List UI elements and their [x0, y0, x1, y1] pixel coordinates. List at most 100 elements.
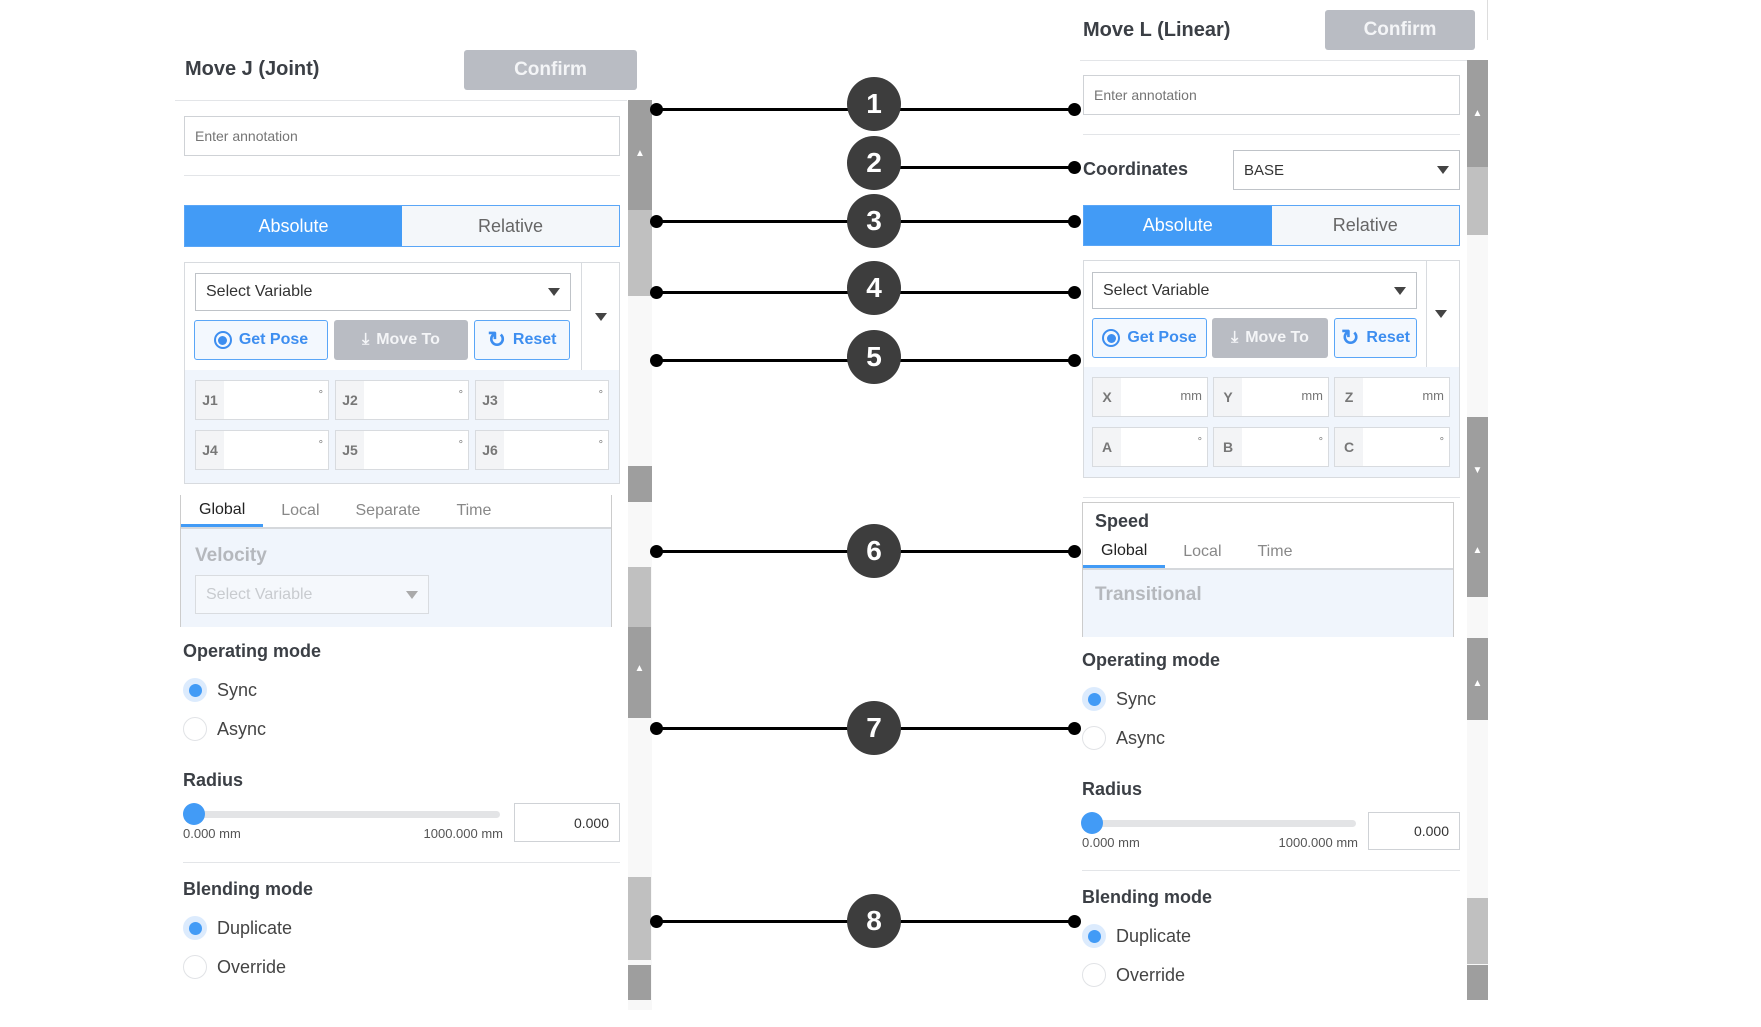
position-mode-toggle: Absolute Relative [184, 205, 620, 247]
tab-separate[interactable]: Separate [355, 502, 421, 519]
connector-dot [650, 915, 663, 928]
connector-line [874, 166, 1074, 169]
scrollbar-thumb[interactable] [628, 965, 651, 1000]
connector-line [656, 727, 874, 730]
field-label: X [1093, 378, 1121, 416]
radio-unchecked-icon [1082, 726, 1106, 750]
field-j2[interactable]: J2° [335, 380, 469, 420]
select-variable-dropdown[interactable]: Select Variable [195, 273, 571, 311]
connector-dot [1068, 722, 1081, 735]
get-pose-button[interactable]: Get Pose [1092, 318, 1207, 358]
velocity-label: Velocity [195, 545, 267, 566]
scrollbar-thumb[interactable] [628, 877, 651, 960]
scrollbar-thumb[interactable] [628, 567, 651, 627]
get-pose-button[interactable]: Get Pose [194, 320, 328, 360]
divider [183, 862, 620, 863]
radio-override[interactable]: Override [1082, 963, 1185, 987]
panel-title: Move J (Joint) [185, 58, 320, 80]
tab-absolute[interactable]: Absolute [185, 206, 402, 246]
confirm-button[interactable]: Confirm [464, 50, 637, 90]
field-label: J2 [336, 381, 364, 419]
field-label: J4 [196, 431, 224, 469]
scrollbar-thumb[interactable] [1467, 167, 1488, 235]
field-unit: ° [598, 439, 603, 451]
field-label: A [1093, 428, 1121, 466]
scroll-up-icon: ▲ [1472, 678, 1483, 689]
tab-global[interactable]: Global [1083, 536, 1166, 568]
move-to-button[interactable]: ⤓Move To [334, 320, 468, 360]
connector-dot [1068, 545, 1081, 558]
tab-time[interactable]: Time [456, 502, 492, 519]
scrollbar-thumb[interactable] [628, 210, 652, 296]
tab-relative[interactable]: Relative [402, 206, 619, 246]
tab-local[interactable]: Local [281, 502, 320, 519]
tab-local[interactable]: Local [1183, 543, 1222, 560]
scrollbar-thumb[interactable]: ▲ [1467, 60, 1488, 167]
radio-sync[interactable]: Sync [183, 678, 257, 702]
field-c[interactable]: C° [1334, 427, 1450, 467]
scrollbar-thumb[interactable] [1467, 898, 1488, 964]
move-to-button[interactable]: ⤓Move To [1212, 318, 1328, 358]
chevron-down-icon [1394, 286, 1406, 295]
radio-duplicate[interactable]: Duplicate [1082, 924, 1191, 948]
tab-relative[interactable]: Relative [1271, 206, 1459, 245]
field-a[interactable]: A° [1092, 427, 1208, 467]
connector-line [874, 291, 1074, 294]
radio-sync[interactable]: Sync [1082, 687, 1156, 711]
radius-slider[interactable] [1082, 820, 1356, 827]
field-j4[interactable]: J4° [195, 430, 329, 470]
field-unit: ° [318, 389, 323, 401]
expand-chevron-icon[interactable] [595, 313, 607, 321]
radio-async[interactable]: Async [1082, 726, 1165, 750]
radio-override[interactable]: Override [183, 955, 286, 979]
callout-badge: 4 [847, 261, 901, 315]
radius-max-label: 1000.000 mm [423, 826, 504, 841]
select-variable-dropdown[interactable]: Select Variable [1092, 272, 1417, 309]
reset-button[interactable]: ↻Reset [1334, 318, 1417, 358]
expand-chevron-icon[interactable] [1435, 310, 1447, 318]
scroll-up-icon: ▲ [1472, 108, 1483, 119]
connector-dot [650, 103, 663, 116]
field-j3[interactable]: J3° [475, 380, 609, 420]
scrollbar-thumb[interactable]: ▲ [628, 100, 652, 210]
radio-duplicate[interactable]: Duplicate [183, 916, 292, 940]
confirm-button[interactable]: Confirm [1325, 10, 1475, 50]
reset-button[interactable]: ↻Reset [474, 320, 570, 360]
coordinates-dropdown[interactable]: BASE [1233, 150, 1460, 190]
field-unit: ° [1318, 436, 1323, 448]
field-j6[interactable]: J6° [475, 430, 609, 470]
scrollbar-thumb[interactable] [1467, 965, 1488, 1000]
speed-panel: Speed Global Local Time Transitional [1082, 502, 1454, 637]
scrollbar-thumb[interactable] [628, 466, 652, 502]
field-j5[interactable]: J5° [335, 430, 469, 470]
radius-min-label: 0.000 mm [183, 826, 241, 841]
radius-input[interactable]: 0.000 [514, 803, 620, 842]
tab-time[interactable]: Time [1257, 543, 1293, 560]
operating-mode-title: Operating mode [183, 641, 322, 661]
field-j1[interactable]: J1° [195, 380, 329, 420]
scrollbar-thumb[interactable]: ▲ [1467, 638, 1488, 720]
pose-box [1083, 260, 1460, 478]
radius-title: Radius [183, 770, 244, 790]
annotation-input[interactable] [184, 116, 620, 156]
radius-slider[interactable] [183, 811, 500, 818]
reset-icon: ↻ [487, 327, 506, 352]
radius-slider-thumb[interactable] [1081, 812, 1103, 834]
field-unit: ° [1439, 436, 1444, 448]
field-b[interactable]: B° [1213, 427, 1329, 467]
transitional-label: Transitional [1095, 584, 1202, 605]
chevron-down-icon [548, 288, 560, 296]
radius-input[interactable]: 0.000 [1368, 812, 1460, 850]
radio-async[interactable]: Async [183, 717, 266, 741]
radius-slider-thumb[interactable] [183, 803, 205, 825]
scrollbar-thumb[interactable]: ▼▲ [1467, 417, 1488, 597]
tab-absolute[interactable]: Absolute [1084, 206, 1272, 245]
velocity-select[interactable]: Select Variable [195, 575, 429, 614]
tab-global[interactable]: Global [181, 495, 264, 527]
chevron-down-icon [406, 590, 418, 599]
scrollbar-thumb[interactable]: ▲ [628, 627, 651, 718]
annotation-input[interactable] [1083, 75, 1460, 115]
